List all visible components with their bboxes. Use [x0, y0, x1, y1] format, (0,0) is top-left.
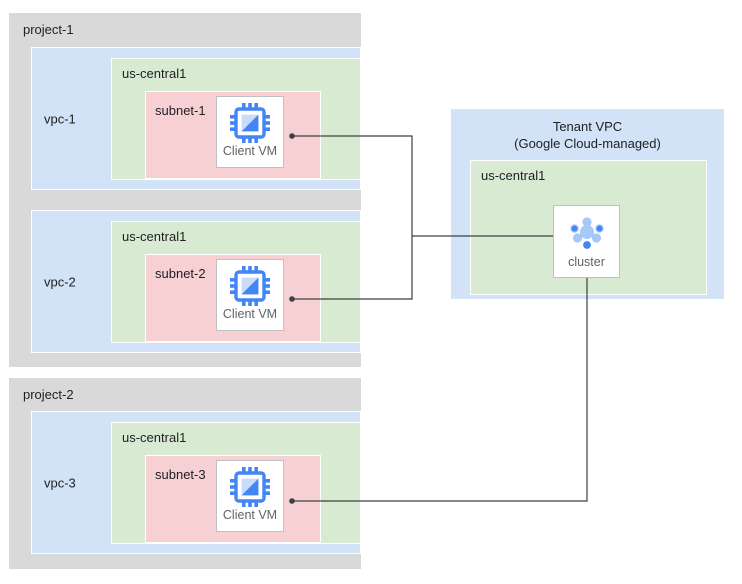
- cpu-chip-icon: [228, 260, 272, 308]
- cluster-card[interactable]: cluster: [553, 205, 620, 278]
- tenant-vpc-title: Tenant VPC (Google Cloud-managed): [451, 118, 724, 152]
- client-vm-card-1[interactable]: Client VM: [216, 96, 284, 168]
- cluster-caption: cluster: [568, 255, 605, 269]
- tenant-vpc-title-line1: Tenant VPC: [552, 119, 623, 134]
- vpc-label: vpc-1: [44, 111, 76, 126]
- cluster-nodes-icon: [564, 206, 610, 256]
- subnet-label: subnet-3: [155, 467, 206, 482]
- cpu-chip-icon: [228, 461, 272, 509]
- client-vm-card-2[interactable]: Client VM: [216, 259, 284, 331]
- vpc-label: vpc-2: [44, 274, 76, 289]
- client-vm-caption: Client VM: [222, 307, 278, 321]
- subnet-label: subnet-1: [155, 103, 206, 118]
- subnet-label: subnet-2: [155, 266, 206, 281]
- project-label: project-2: [23, 387, 74, 402]
- client-vm-caption: Client VM: [222, 144, 278, 158]
- vpc-label: vpc-3: [44, 475, 76, 490]
- region-label: us-central1: [122, 229, 187, 244]
- tenant-vpc-title-line2: (Google Cloud-managed): [514, 136, 661, 151]
- client-vm-card-3[interactable]: Client VM: [216, 460, 284, 532]
- client-vm-caption: Client VM: [222, 508, 278, 522]
- region-label: us-central1: [122, 430, 187, 445]
- region-label: us-central1: [122, 66, 187, 81]
- region-label: us-central1: [481, 168, 546, 183]
- cpu-chip-icon: [228, 97, 272, 145]
- project-label: project-1: [23, 22, 74, 37]
